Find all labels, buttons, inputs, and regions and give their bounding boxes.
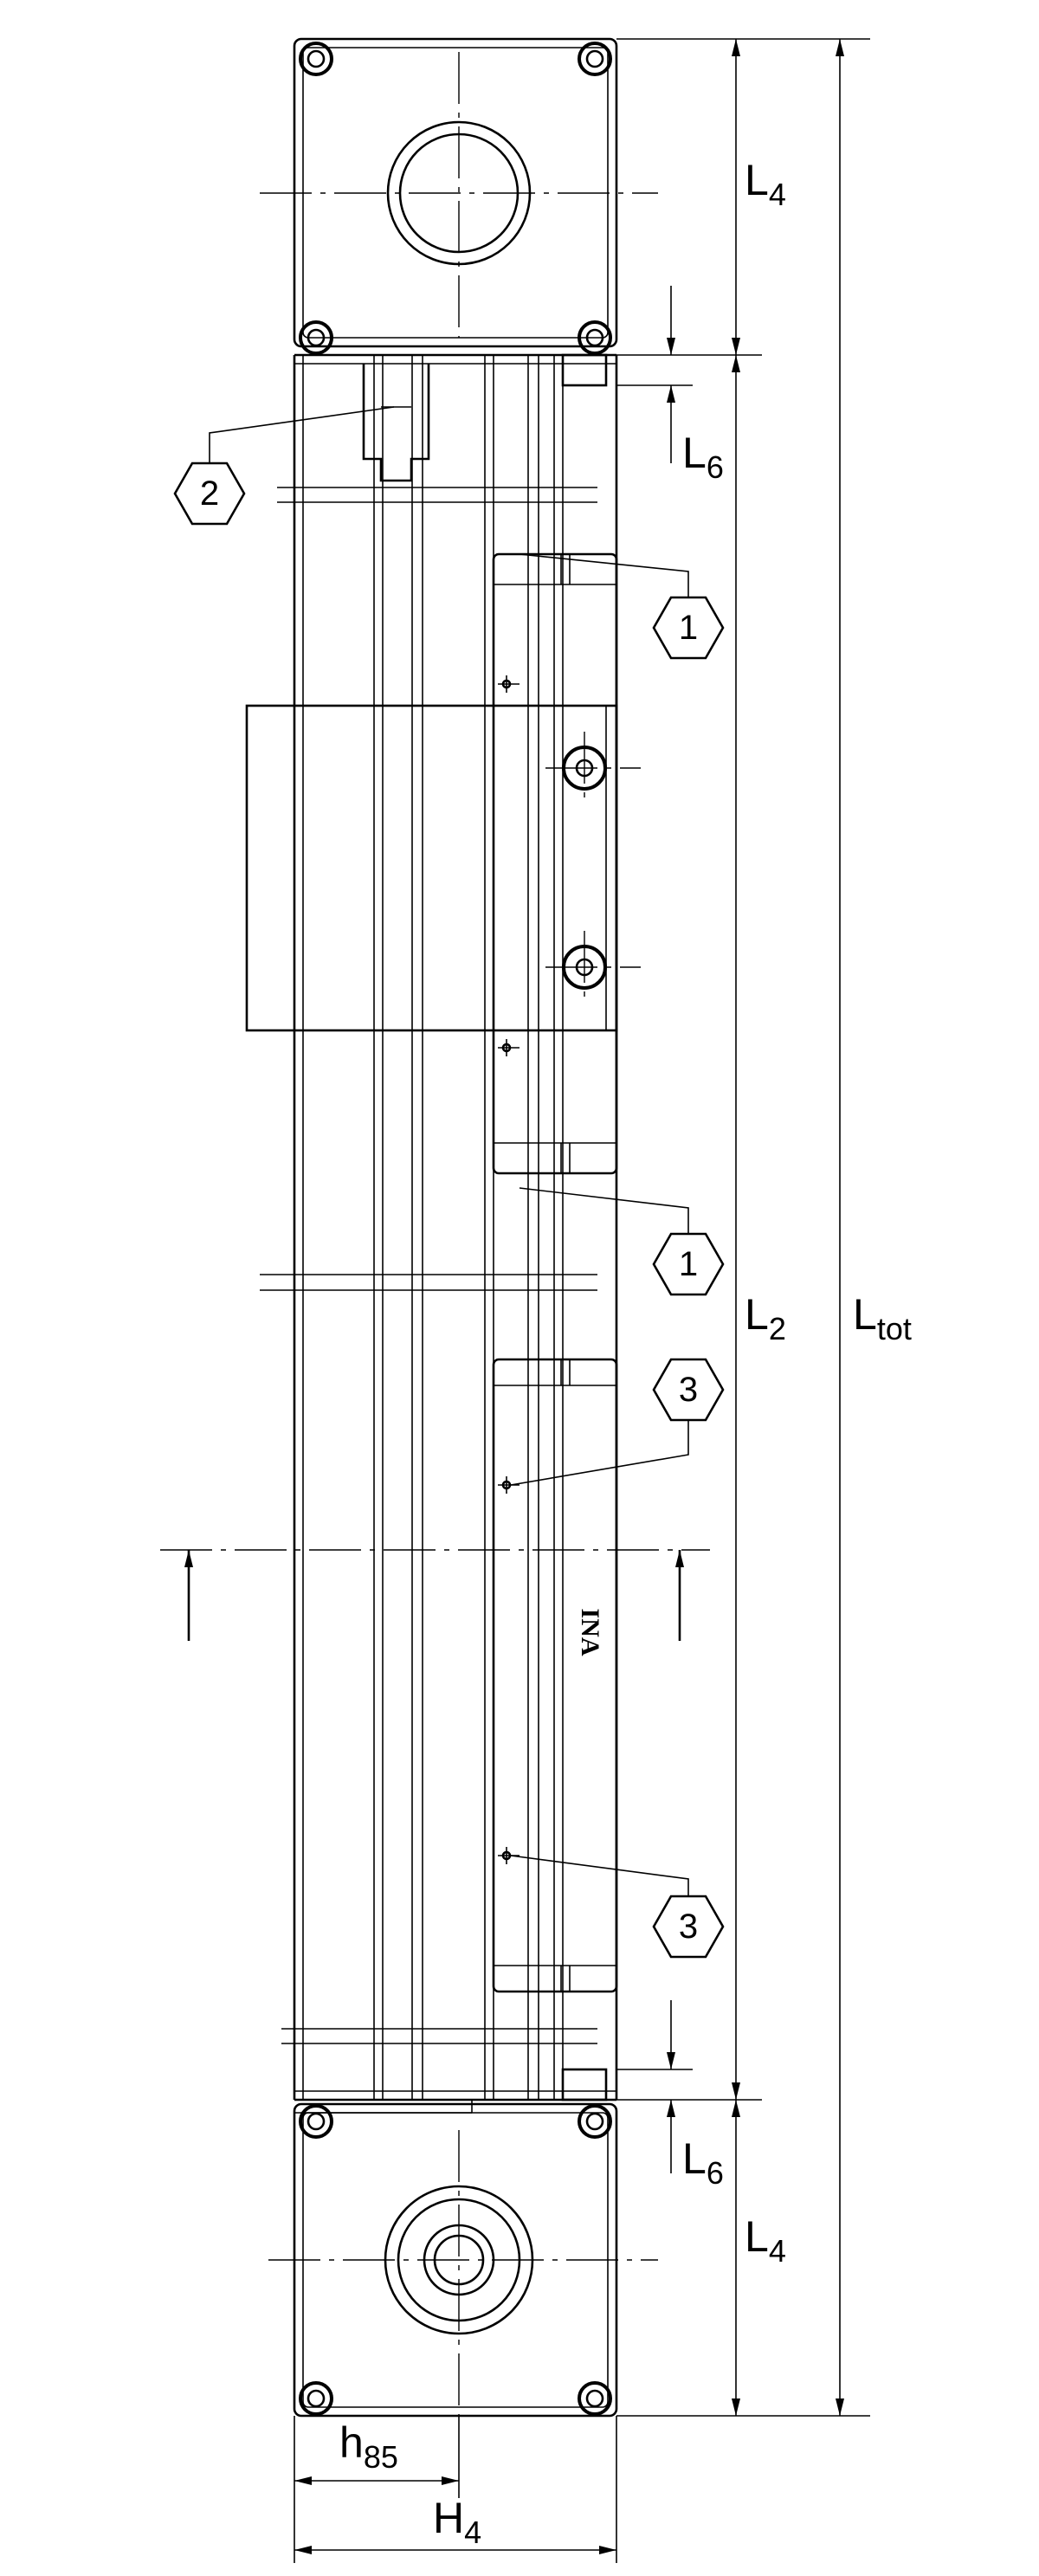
screw-heads-bottom <box>299 2104 612 2416</box>
svg-text:L6: L6 <box>682 429 724 485</box>
svg-text:1: 1 <box>679 1245 698 1283</box>
top-end-housing <box>260 37 658 355</box>
screw-heads-top <box>299 42 612 355</box>
callout-1-lower: 1 <box>519 1187 725 1296</box>
extension-lines <box>294 38 870 2563</box>
guide-rail <box>260 353 618 2101</box>
callout-3-upper: 3 <box>510 1358 725 1486</box>
svg-text:H4: H4 <box>433 2494 481 2550</box>
support-block-lower: INA <box>492 1358 618 1993</box>
dim-ltot: Ltot <box>836 39 912 2416</box>
svg-text:3: 3 <box>679 1371 698 1409</box>
dim-l2: L2 <box>732 355 786 2100</box>
svg-text:L4: L4 <box>745 156 786 212</box>
dim-l6-top: L6 <box>667 286 724 485</box>
svg-text:h85: h85 <box>339 2418 398 2475</box>
svg-text:1: 1 <box>679 609 698 647</box>
section-line <box>160 1549 710 1641</box>
ina-logo: INA <box>576 1608 604 1656</box>
svg-text:L2: L2 <box>745 1290 786 1346</box>
svg-text:Ltot: Ltot <box>853 1290 912 1346</box>
svg-text:L4: L4 <box>745 2212 786 2269</box>
svg-text:2: 2 <box>200 475 219 513</box>
dim-h4: H4 <box>294 2494 616 2554</box>
dim-h85: h85 <box>294 2418 459 2485</box>
carriage-plate <box>245 704 641 1032</box>
dim-l4-top: L4 <box>732 39 786 355</box>
svg-text:3: 3 <box>679 1908 698 1946</box>
svg-text:L6: L6 <box>682 2134 724 2191</box>
support-block-upper <box>492 552 618 1175</box>
callout-1-upper: 1 <box>519 553 725 660</box>
callout-2: 2 <box>173 406 395 526</box>
carriage-bolt-bottom <box>545 931 641 1004</box>
callout-3-lower: 3 <box>510 1855 725 1959</box>
bottom-end-housing <box>268 2100 658 2418</box>
dim-l6-bottom: L6 <box>667 2000 724 2191</box>
dim-l4-bottom: L4 <box>732 2100 786 2416</box>
carriage-bolt-top <box>545 732 641 805</box>
lube-points <box>498 675 520 1864</box>
